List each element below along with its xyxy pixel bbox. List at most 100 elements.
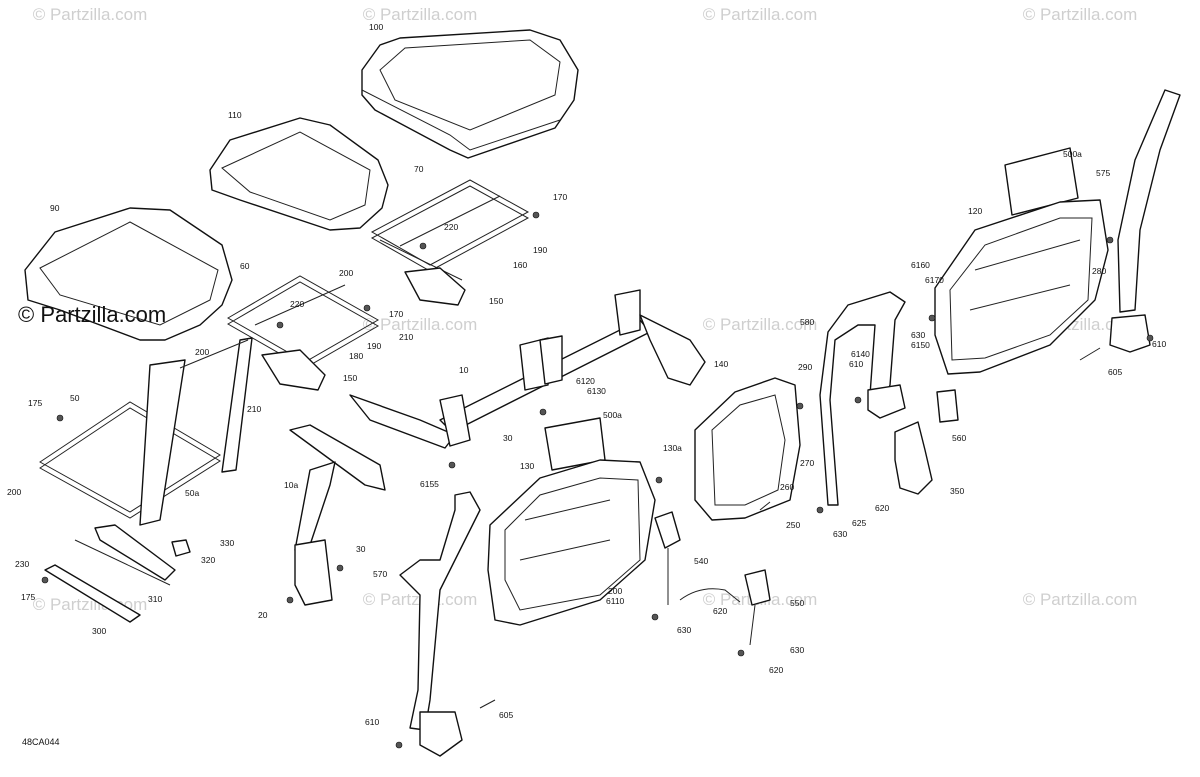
callout-label: 6155 (420, 479, 439, 489)
seat-belt-575 (1109, 89, 1181, 353)
callout-label: 330 (220, 538, 234, 548)
watermark-text: © Partzilla.com (703, 5, 818, 24)
callout-label: 580 (800, 317, 814, 327)
callout-label: 6140 (851, 349, 870, 359)
buckle-560 (936, 389, 959, 423)
callout-label: 500a (603, 410, 622, 420)
callout-label: 6150 (911, 340, 930, 350)
callout-label: 500a (1063, 149, 1082, 159)
callout-label: 150 (489, 296, 503, 306)
callout-label: 610 (365, 717, 379, 727)
callout-label: 630 (911, 330, 925, 340)
callout-label: 570 (373, 569, 387, 579)
seat-rail-frame-60 (227, 275, 380, 391)
callout-label: 280 (1092, 266, 1106, 276)
callout-label: 50 (70, 393, 80, 403)
callout-label: 120 (968, 206, 982, 216)
seat-belt-570 (399, 491, 481, 757)
callout-label: 30 (356, 544, 366, 554)
seat-slider-rails (44, 524, 191, 623)
seat-cushion-100 (361, 29, 579, 159)
callout-label: 625 (852, 518, 866, 528)
callout-label: 310 (148, 594, 162, 604)
partzilla-watermark: © Partzilla.com (18, 302, 166, 327)
callout-label: 150 (343, 373, 357, 383)
callout-label: 190 (367, 341, 381, 351)
callout-label: 630 (677, 625, 691, 635)
watermark-text: © Partzilla.com (703, 315, 818, 334)
callout-label: 610 (849, 359, 863, 369)
seat-back-140 (694, 377, 801, 521)
diagram-code: 48CA044 (22, 737, 60, 747)
watermark-text: © Partzilla.com (1023, 5, 1138, 24)
callout-label: 160 (513, 260, 527, 270)
callout-label: 190 (533, 245, 547, 255)
callout-label: 90 (50, 203, 60, 213)
callout-label: 100 (369, 22, 383, 32)
buckle-540 (654, 511, 741, 605)
callout-label: 620 (713, 606, 727, 616)
callout-label: 220 (290, 299, 304, 309)
callout-label: 350 (950, 486, 964, 496)
callout-label: 320 (201, 555, 215, 565)
callout-label: 140 (714, 359, 728, 369)
callout-label: 110 (228, 110, 242, 120)
callout-label: 70 (414, 164, 424, 174)
seat-cushion-90 (24, 207, 233, 341)
callout-label: 6170 (925, 275, 944, 285)
callout-label: 200 (339, 268, 353, 278)
callout-label: 6130 (587, 386, 606, 396)
callout-label: 210 (399, 332, 413, 342)
callout-label: 6120 (576, 376, 595, 386)
callout-label: 10a (284, 480, 298, 490)
callout-label: 6110 (606, 596, 625, 606)
callout-label: 10 (459, 365, 469, 375)
watermark-text: © Partzilla.com (1023, 590, 1138, 609)
callout-label: 180 (349, 351, 363, 361)
callout-label: 550 (790, 598, 804, 608)
callout-label: 290 (798, 362, 812, 372)
main-frame-10 (289, 289, 706, 606)
callout-label: 230 (15, 559, 29, 569)
callout-label: 620 (875, 503, 889, 513)
callout-label: 50a (185, 488, 199, 498)
hardware (41, 211, 1154, 749)
callout-label: 200 (195, 347, 209, 357)
callout-label: 260 (780, 482, 794, 492)
callout-label: 620 (769, 665, 783, 675)
seat-rail-frame-70 (370, 179, 530, 306)
callout-label: 220 (444, 222, 458, 232)
watermark-text: © Partzilla.com (363, 315, 478, 334)
callout-label: 540 (694, 556, 708, 566)
trim-cover-350 (894, 421, 933, 495)
callout-label: 630 (790, 645, 804, 655)
callout-label: 575 (1096, 168, 1110, 178)
seat-base-frame-50 (39, 337, 253, 526)
callout-label: 630 (833, 529, 847, 539)
callout-label: 300 (92, 626, 106, 636)
callout-label: 200 (7, 487, 21, 497)
callout-label: 20 (258, 610, 268, 620)
callout-label: 175 (21, 592, 35, 602)
callout-labels: 1001109070170220190160200150602201702101… (7, 22, 1166, 727)
callout-label: 6160 (911, 260, 930, 270)
callout-label: 560 (952, 433, 966, 443)
callout-label: 610 (1152, 339, 1166, 349)
callout-label: 30 (503, 433, 513, 443)
callout-label: 200 (608, 586, 622, 596)
callout-label: 605 (1108, 367, 1122, 377)
callout-label: 250 (786, 520, 800, 530)
callout-label: 270 (800, 458, 814, 468)
callout-label: 210 (247, 404, 261, 414)
callout-label: 605 (499, 710, 513, 720)
watermark-text: © Partzilla.com (33, 5, 148, 24)
seat-belt-580 (819, 291, 906, 506)
seat-back-120 (934, 147, 1109, 375)
seat-back-130 (487, 417, 656, 626)
callout-label: 170 (553, 192, 567, 202)
callout-label: 130a (663, 443, 682, 453)
buckle-550 (744, 569, 771, 646)
callout-label: 60 (240, 261, 250, 271)
seat-cushion-110 (209, 117, 389, 231)
